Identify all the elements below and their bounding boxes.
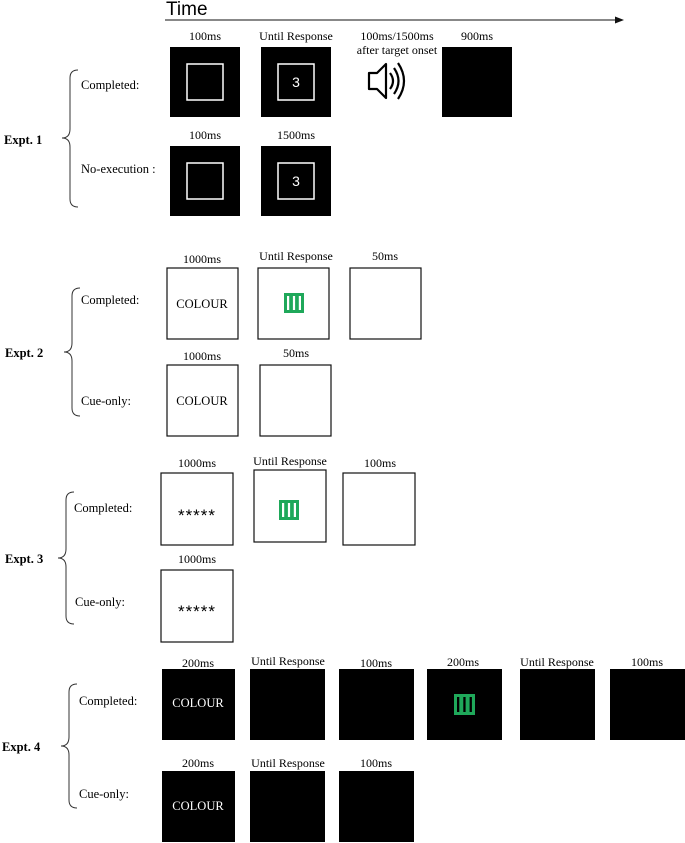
condition-label-no-execution: No-execution : <box>81 162 156 176</box>
experiment-3-label: Expt. 3 <box>5 552 43 566</box>
black-screen <box>162 771 235 842</box>
target-square <box>277 162 315 200</box>
duration-label: Until Response <box>251 756 325 770</box>
experiment-2-label: Expt. 2 <box>5 346 43 360</box>
fixation-square <box>186 63 224 101</box>
white-screen <box>160 569 234 643</box>
black-screen <box>520 669 595 740</box>
duration-label: 1000ms <box>183 349 221 363</box>
condition-label-completed: Completed: <box>81 293 139 307</box>
white-screen <box>166 267 239 340</box>
duration-label: Until Response <box>251 654 325 668</box>
condition-label-cue-only: Cue-only: <box>79 787 129 801</box>
duration-label: 200ms <box>182 756 214 770</box>
duration-label-line2: after target onset <box>357 43 438 57</box>
green-bars-stimulus <box>454 694 475 715</box>
duration-label: 100ms <box>189 29 221 43</box>
duration-label: 100ms <box>364 456 396 470</box>
cue-word: COLOUR <box>172 799 224 813</box>
duration-label: 100ms <box>360 656 392 670</box>
black-screen <box>250 669 325 740</box>
experiment-2-brace <box>63 287 81 417</box>
duration-label: 1000ms <box>183 252 221 266</box>
condition-label-completed: Completed: <box>74 501 132 515</box>
duration-label: 100ms/1500ms <box>360 29 434 43</box>
target-digit: 3 <box>292 74 300 90</box>
white-screen <box>342 472 416 546</box>
duration-label: 100ms <box>360 756 392 770</box>
cue-word: COLOUR <box>176 297 228 311</box>
white-screen <box>259 364 332 437</box>
target-square <box>277 63 315 101</box>
black-screen <box>250 771 325 842</box>
time-axis-label: Time <box>166 0 208 20</box>
green-bars-stimulus <box>279 500 299 520</box>
experiment-3-brace <box>57 491 75 625</box>
white-screen <box>160 472 234 546</box>
duration-label: 100ms <box>189 128 221 142</box>
condition-label-cue-only: Cue-only: <box>75 595 125 609</box>
duration-label: Until Response <box>259 29 333 43</box>
green-bars-stimulus <box>284 293 304 313</box>
black-screen <box>261 146 331 216</box>
black-screen <box>162 669 235 740</box>
black-screen <box>170 146 240 216</box>
duration-label: 1000ms <box>178 552 216 566</box>
duration-label: 200ms <box>182 656 214 670</box>
condition-label-completed: Completed: <box>79 694 137 708</box>
cue-word: COLOUR <box>172 696 224 710</box>
condition-label-completed: Completed: <box>81 78 139 92</box>
experiment-1-label: Expt. 1 <box>4 133 42 147</box>
black-screen <box>339 669 414 740</box>
target-digit: 3 <box>292 173 300 189</box>
condition-label-cue-only: Cue-only: <box>81 394 131 408</box>
white-screen <box>166 364 239 437</box>
cue-stars: ***** <box>178 602 216 621</box>
white-screen <box>349 267 422 340</box>
experiment-4-label: Expt. 4 <box>2 740 41 754</box>
duration-label: 100ms <box>631 655 663 669</box>
duration-label: 50ms <box>372 249 398 263</box>
experiment-4-brace <box>60 683 78 809</box>
black-screen <box>610 669 685 740</box>
duration-label: 1500ms <box>277 128 315 142</box>
black-screen <box>261 47 331 117</box>
duration-label: 900ms <box>461 29 493 43</box>
duration-label: 1000ms <box>178 456 216 470</box>
cue-word: COLOUR <box>176 394 228 408</box>
fixation-square <box>186 162 224 200</box>
duration-label: 50ms <box>283 346 309 360</box>
duration-label: Until Response <box>253 454 327 468</box>
experiment-1-brace <box>61 69 79 208</box>
speaker-icon <box>367 62 406 100</box>
duration-label: 200ms <box>447 655 479 669</box>
black-screen <box>442 47 512 117</box>
duration-label: Until Response <box>259 249 333 263</box>
time-axis-arrowhead <box>615 16 624 24</box>
black-screen <box>170 47 240 117</box>
black-screen <box>339 771 414 842</box>
cue-stars: ***** <box>178 506 216 525</box>
duration-label: Until Response <box>520 655 594 669</box>
